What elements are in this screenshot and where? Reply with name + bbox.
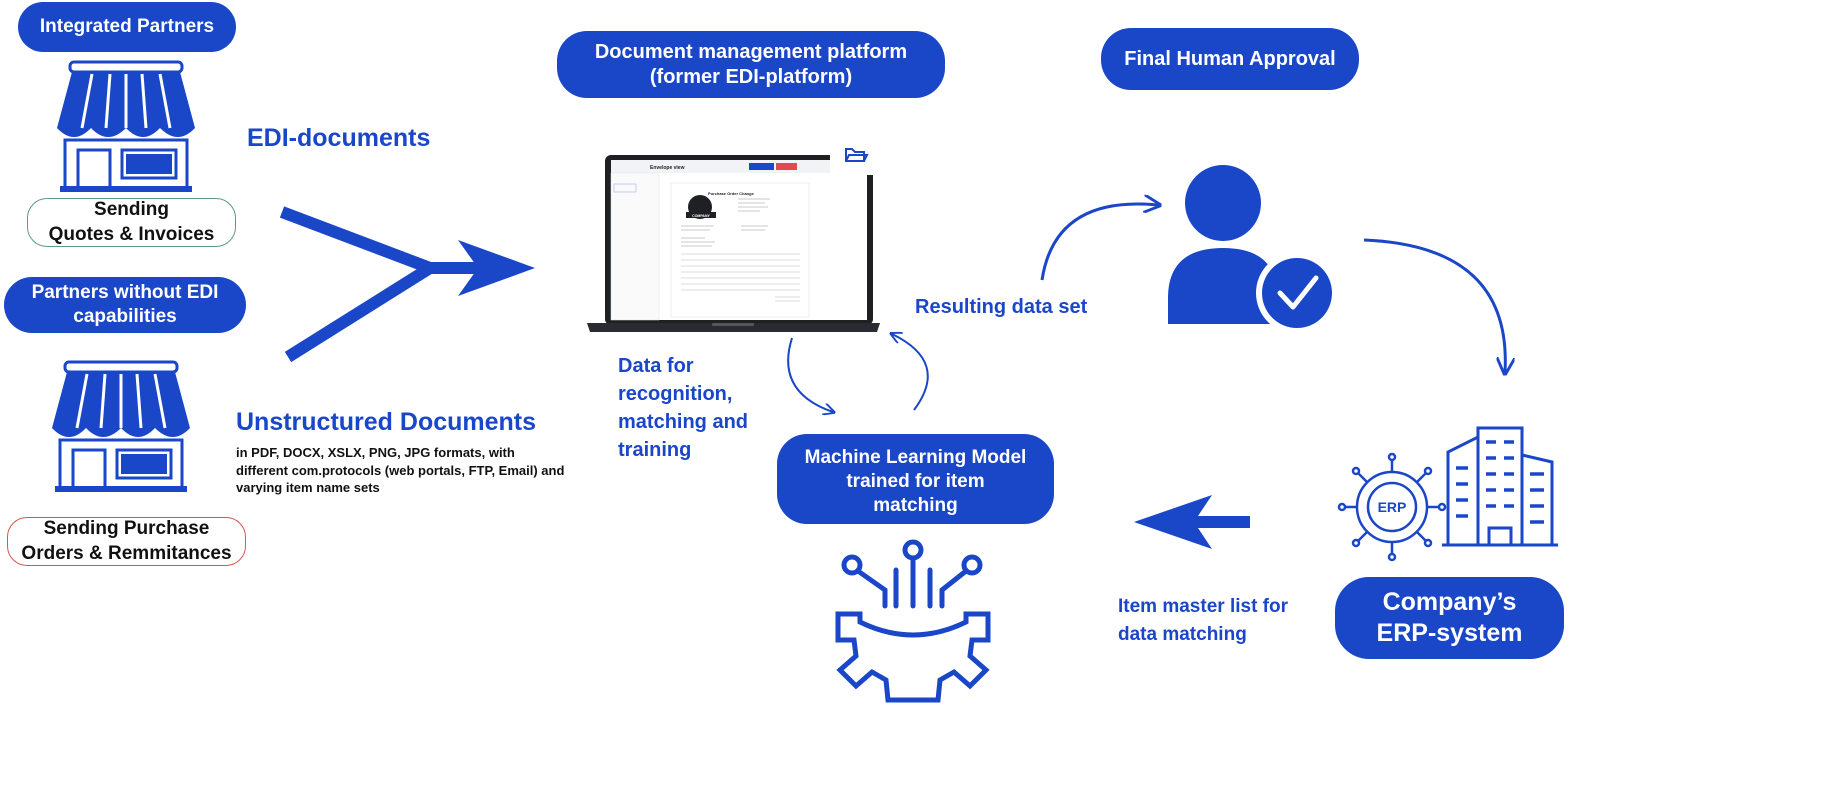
screen-title: Envelope view: [650, 165, 685, 171]
unstructured-desc: in PDF, DOCX, XSLX, PNG, JPG formats, wi…: [236, 445, 565, 496]
item-master-list-label: Item master list for data matching: [1118, 596, 1288, 645]
erp-system-label: Company’s ERP-system: [1335, 577, 1564, 659]
sending-po-box: Sending Purchase Orders & Remmitances: [7, 517, 246, 566]
arrow-to-approval-icon: [1040, 204, 1158, 281]
store-icon-non-edi: [52, 360, 190, 492]
buildings-icon: [1442, 426, 1558, 547]
data-recognition-label: Data for recognition, matching and train…: [618, 355, 749, 461]
arrow-to-ml-from-erp-icon: [1134, 495, 1250, 549]
final-approval-label: Final Human Approval: [1101, 28, 1359, 90]
screen-logo-text: COMPANY: [692, 214, 710, 218]
arrow-to-erp-icon: [1363, 238, 1505, 372]
integrated-partners-label: Integrated Partners: [18, 2, 236, 52]
partners-without-edi-label: Partners without EDI capabilities: [4, 277, 246, 333]
resulting-data-set-label: Resulting data set: [915, 296, 1088, 318]
unstructured-title: Unstructured Documents: [236, 408, 537, 436]
edi-documents-label: EDI-documents: [247, 124, 431, 152]
store-icon-integrated: [57, 60, 195, 192]
merge-arrow-icon: [279, 206, 535, 363]
erp-icon-label: ERP: [1378, 499, 1407, 515]
arrow-to-platform-icon: [892, 334, 929, 411]
ml-model-label: Machine Learning Model trained for item …: [777, 434, 1054, 524]
laptop-icon: Envelope view Purchase Order Change COMP…: [587, 137, 880, 332]
screen-doc-title: Purchase Order Change: [708, 191, 755, 196]
sending-quotes-box: Sending Quotes & Invoices: [27, 198, 236, 247]
dmp-title: Document management platform (former EDI…: [557, 31, 945, 98]
user-check-icon: [1168, 165, 1338, 334]
erp-gear-icon: ERP: [1337, 452, 1447, 562]
arrow-to-ml-icon: [787, 337, 833, 412]
ml-gear-icon: [835, 539, 991, 703]
